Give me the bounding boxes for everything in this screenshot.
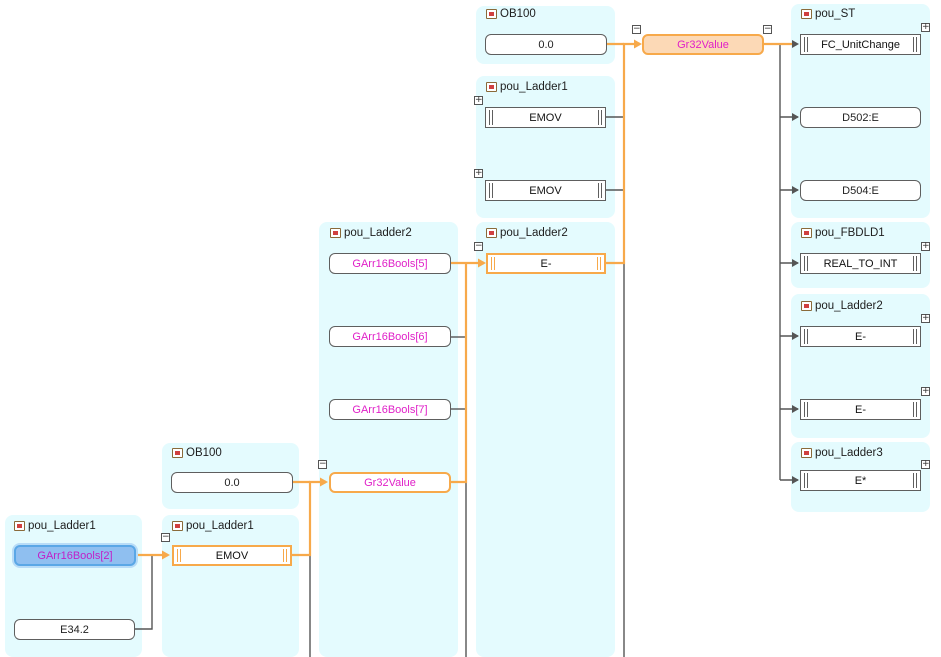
expand-icon[interactable]: + (921, 22, 930, 32)
arrow-d504 (792, 186, 799, 194)
expand-icon[interactable]: + (474, 95, 483, 105)
arrow-emult (792, 476, 799, 484)
node-garr16bools-7[interactable]: GArr16Bools[7] (329, 399, 451, 420)
pou-icon (486, 82, 497, 92)
arrow-eminus-r1 (792, 332, 799, 340)
title-ladder2-center: pou_Ladder2 (486, 227, 568, 239)
node-e-minus-right-2[interactable]: E- (800, 399, 921, 420)
wire-hl-emov (292, 480, 326, 557)
arrow-eminus-mid (478, 258, 486, 268)
title-pou-st: pou_ST (801, 8, 855, 20)
collapse-icon[interactable]: − (474, 241, 483, 251)
node-real-to-int[interactable]: REAL_TO_INT (800, 253, 921, 274)
title-ladder1-top: pou_Ladder1 (486, 81, 568, 93)
pou-icon (801, 448, 812, 458)
arrow-d502 (792, 113, 799, 121)
node-fc-unitchange[interactable]: FC_UnitChange (800, 34, 921, 55)
pou-icon (801, 301, 812, 311)
pou-icon (801, 228, 812, 238)
title-ob100-low: OB100 (172, 447, 222, 459)
wire-hl-gr32 (605, 42, 640, 265)
title-ladder1-low: pou_Ladder1 (172, 520, 254, 532)
expand-icon[interactable]: + (921, 459, 930, 469)
wire-e34 (135, 555, 153, 630)
pou-icon (486, 228, 497, 238)
node-ob100-low-value[interactable]: 0.0 (171, 472, 293, 493)
arrow-gr32mid (320, 477, 328, 487)
panel-ladder1-low (162, 515, 299, 657)
expand-icon[interactable]: + (474, 168, 483, 178)
panel-ladder2-center (476, 222, 615, 657)
node-garr16bools-5[interactable]: GArr16Bools[5] (329, 253, 451, 274)
title-fbdld1: pou_FBDLD1 (801, 227, 885, 239)
pou-icon (14, 521, 25, 531)
arrow-eminus-r2 (792, 405, 799, 413)
wire-hl-gr32mid (451, 263, 468, 484)
node-ob100-value[interactable]: 0.0 (485, 34, 607, 55)
pou-icon (172, 448, 183, 458)
collapse-icon[interactable]: − (763, 24, 772, 34)
title-ladder2-left: pou_Ladder2 (330, 227, 412, 239)
node-e-minus-center[interactable]: E- (486, 253, 606, 274)
node-garr16bools-6[interactable]: GArr16Bools[6] (329, 326, 451, 347)
expand-icon[interactable]: + (921, 241, 930, 251)
node-emov-2[interactable]: EMOV (485, 180, 606, 201)
title-ladder3: pou_Ladder3 (801, 447, 883, 459)
node-e-minus-right-1[interactable]: E- (800, 326, 921, 347)
pou-icon (486, 9, 497, 19)
node-d504[interactable]: D504:E (800, 180, 921, 201)
panel-ladder2-left (319, 222, 458, 657)
pou-icon (801, 9, 812, 19)
node-emov-1[interactable]: EMOV (485, 107, 606, 128)
title-ladder2-right: pou_Ladder2 (801, 300, 883, 312)
node-e34-2[interactable]: E34.2 (14, 619, 135, 640)
title-ladder1-left: pou_Ladder1 (14, 520, 96, 532)
arrow-gr32top (634, 39, 642, 49)
collapse-icon[interactable]: − (161, 532, 170, 542)
expand-icon[interactable]: + (921, 386, 930, 396)
arrow-fc (792, 40, 799, 48)
node-garr16bools-2[interactable]: GArr16Bools[2] (14, 545, 136, 566)
arrow-real (792, 259, 799, 267)
expand-icon[interactable]: + (921, 313, 930, 323)
node-e-mult[interactable]: E* (800, 470, 921, 491)
collapse-icon[interactable]: − (318, 459, 327, 469)
title-ob100-top: OB100 (486, 8, 536, 20)
node-gr32value-top[interactable]: Gr32Value (642, 34, 764, 55)
arrow-emov-low (162, 550, 170, 560)
pou-icon (172, 521, 183, 531)
node-gr32value-mid[interactable]: Gr32Value (329, 472, 451, 493)
node-d502[interactable]: D502:E (800, 107, 921, 128)
pou-icon (330, 228, 341, 238)
collapse-icon[interactable]: − (632, 24, 641, 34)
node-emov-low[interactable]: EMOV (172, 545, 292, 566)
